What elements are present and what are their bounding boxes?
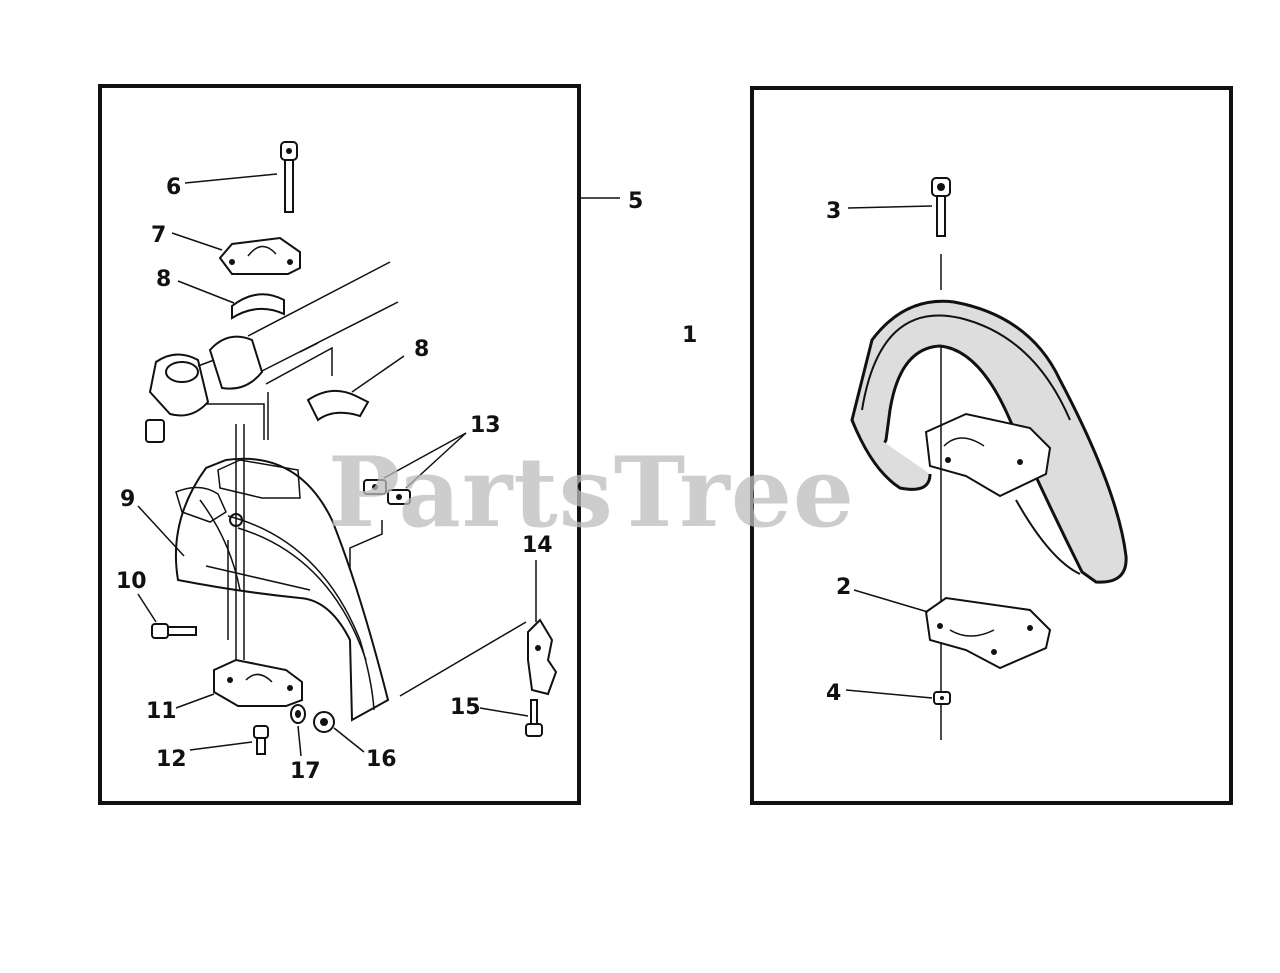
callout-6: 6 (166, 175, 181, 200)
leader-13b (405, 432, 467, 489)
leader-10 (137, 593, 157, 623)
callout-9: 9 (120, 487, 135, 512)
part-11-bracket-drawing (213, 658, 303, 707)
callout-11: 11 (146, 699, 177, 724)
watermark-logo: PartsTree (328, 436, 855, 549)
callout-13: 13 (470, 413, 501, 438)
leader-17 (297, 725, 302, 757)
leader-15 (479, 707, 529, 717)
part-8-clamp-lower-drawing (306, 389, 370, 422)
part-3-bolt-drawing (931, 177, 951, 237)
callout-8-upper: 8 (156, 267, 171, 292)
leader-16 (333, 727, 365, 753)
leader-9 (137, 505, 185, 557)
part-17-washer-drawing (290, 704, 306, 724)
part-6-bolt-drawing (280, 141, 298, 213)
callout-14: 14 (522, 533, 553, 558)
guide-lines-upper (206, 346, 333, 440)
part-10-screw-drawing (151, 623, 197, 639)
right-panel-frame (750, 86, 1233, 805)
callout-3: 3 (826, 199, 841, 224)
leader-4 (845, 689, 933, 699)
leader-3 (847, 205, 933, 209)
gear-head-drawing (145, 335, 264, 443)
callout-5: 5 (628, 189, 643, 214)
callout-12: 12 (156, 747, 187, 772)
part-16-spacer-drawing (313, 711, 335, 733)
leader-8b (351, 355, 405, 393)
shaft-tube-drawing (247, 261, 399, 373)
leader-13a (383, 432, 467, 479)
leader-2 (853, 589, 929, 613)
guide-13 (349, 520, 383, 582)
leader-8a (177, 280, 235, 304)
callout-labels: 5 1 6 7 8 8 13 9 14 10 11 15 12 16 17 3 … (116, 175, 851, 784)
part-12-bolt-drawing (253, 725, 269, 755)
leader-6 (184, 173, 278, 184)
part-15-screw-drawing (525, 699, 543, 737)
callout-15: 15 (450, 695, 481, 720)
callout-7: 7 (151, 223, 166, 248)
part-7-clamp-drawing (218, 236, 301, 275)
leader-7 (171, 232, 223, 251)
leader-11 (175, 693, 215, 709)
vertical-shaft-lines (235, 424, 245, 660)
left-panel-frame (98, 84, 581, 805)
callout-4: 4 (826, 681, 841, 706)
right-panel-group (750, 86, 1233, 805)
left-panel-group (98, 84, 620, 805)
callout-1: 1 (682, 323, 697, 348)
callout-16: 16 (366, 747, 397, 772)
part-4-nut-drawing (933, 691, 951, 705)
callout-10: 10 (116, 569, 147, 594)
callout-8-lower: 8 (414, 337, 429, 362)
part-2-clamp-drawing (924, 596, 1052, 670)
part-14-blade-drawing (399, 618, 558, 697)
handle-clamp-upper-drawing (924, 412, 1052, 498)
leader-12 (189, 741, 253, 751)
part-8-clamp-upper-drawing (231, 293, 285, 320)
callout-17: 17 (290, 759, 321, 784)
d-handle-drawing (850, 299, 1128, 584)
callout-2: 2 (836, 575, 851, 600)
guard-shield-drawing (175, 457, 390, 722)
part-13-nuts-drawing (363, 479, 411, 505)
